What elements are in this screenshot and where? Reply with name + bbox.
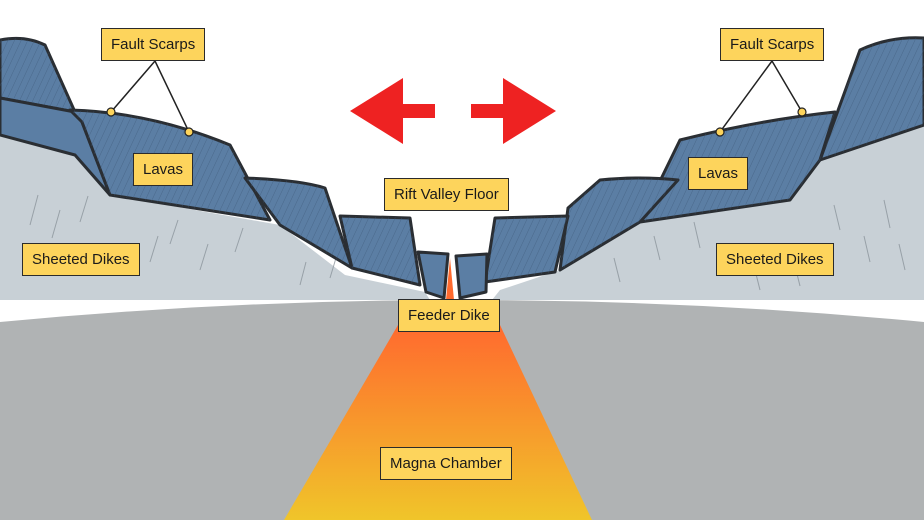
sheeted-dikes-label-right: Sheeted Dikes: [716, 243, 834, 276]
rift-valley-floor-label: Rift Valley Floor: [384, 178, 509, 211]
magma-chamber-label: Magna Chamber: [380, 447, 512, 480]
sheeted-dikes-label-left: Sheeted Dikes: [22, 243, 140, 276]
fault-scarps-label-right: Fault Scarps: [720, 28, 824, 61]
fault-scarp-pointers: [111, 61, 802, 132]
feeder-dike-label: Feeder Dike: [398, 299, 500, 332]
scarp-marker-dot: [185, 128, 193, 136]
arrow-right-icon: [471, 78, 556, 144]
scarp-marker-dot: [798, 108, 806, 116]
arrow-left-icon: [350, 78, 435, 144]
lavas-label-left: Lavas: [133, 153, 193, 186]
lavas-label-right: Lavas: [688, 157, 748, 190]
scarp-marker-dot: [107, 108, 115, 116]
fault-scarps-label-left: Fault Scarps: [101, 28, 205, 61]
scarp-marker-dot: [716, 128, 724, 136]
